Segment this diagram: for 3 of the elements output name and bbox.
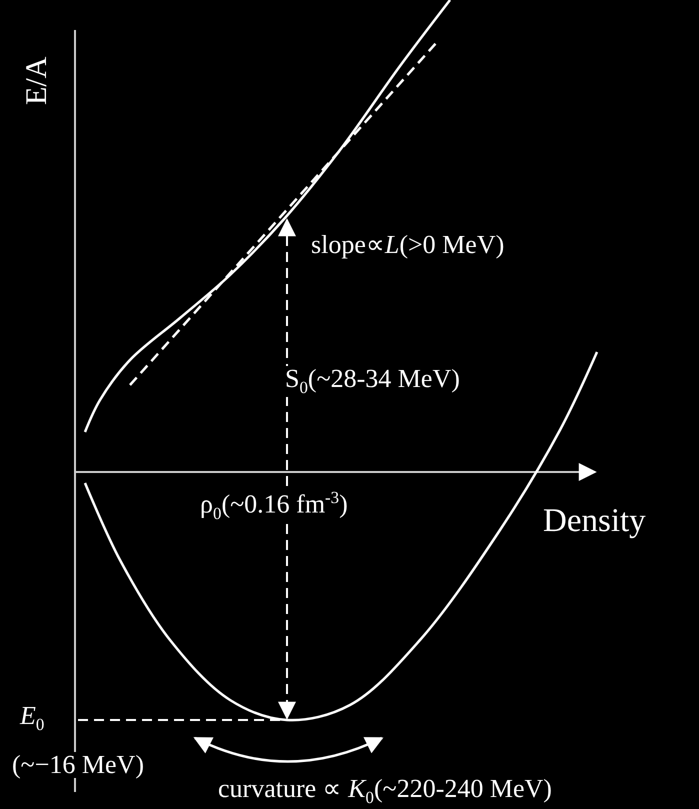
annotation: slope∝L(>0 MeV) [311, 232, 504, 258]
annotation: (~−16 MeV) [12, 752, 144, 778]
annotation: S$_{0}$(~28-34 MeV) [285, 366, 460, 398]
